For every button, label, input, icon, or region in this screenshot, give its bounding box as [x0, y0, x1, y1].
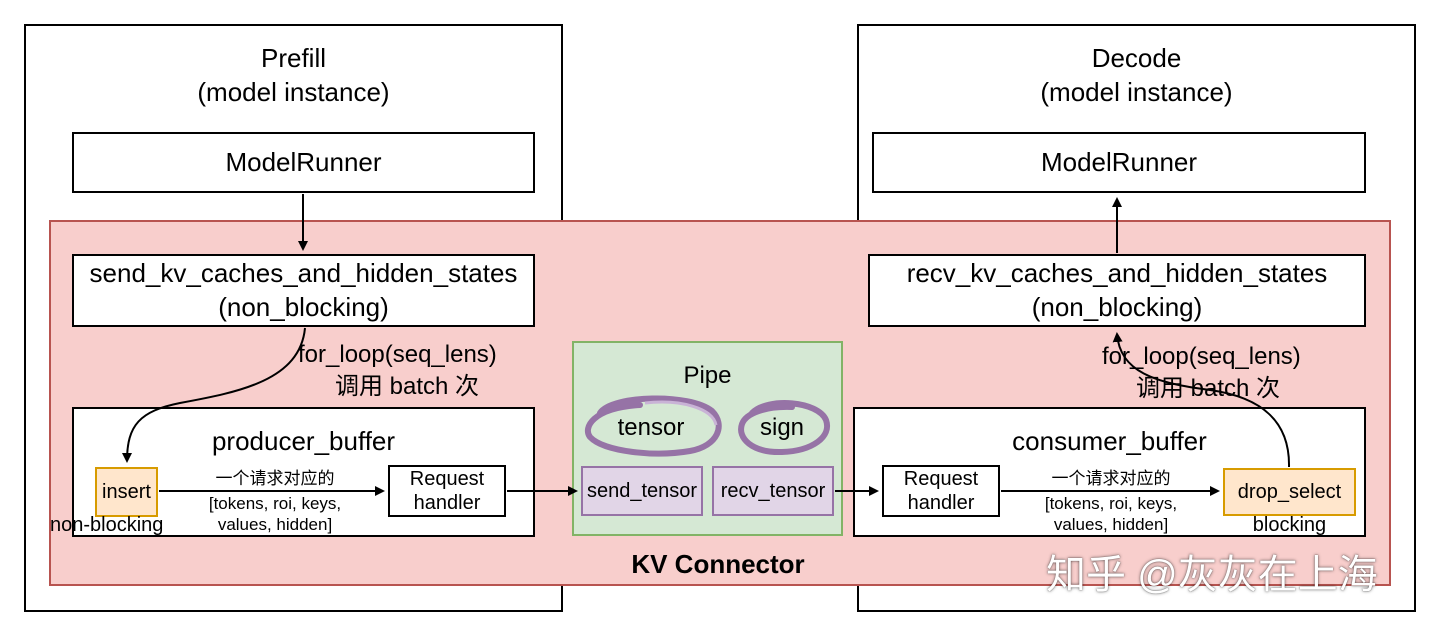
decode-request-label: 一个请求对应的: [1051, 469, 1171, 488]
prefill-model-runner[interactable]: ModelRunner: [72, 132, 535, 193]
send-kv-label: send_kv_caches_and_hidden_states: [89, 257, 518, 288]
watermark: 知乎 @灰灰在上海: [1046, 553, 1378, 597]
decode-request-fields: [tokens, roi, keys,: [1044, 494, 1178, 513]
send-kv-box[interactable]: send_kv_caches_and_hidden_states (non_bl…: [72, 254, 535, 327]
prefill-model-runner-label: ModelRunner: [225, 147, 382, 177]
decode-handler-line2: handler: [907, 492, 975, 514]
tensor-label: tensor: [617, 414, 685, 441]
prefill-subtitle: (model instance): [197, 77, 390, 107]
decode-request-handler[interactable]: Request handler: [882, 465, 1000, 517]
decode-loop-label: for_loop(seq_lens): [1102, 343, 1301, 370]
consumer-buffer-title: consumer_buffer: [1012, 426, 1207, 456]
prefill-request-fields: [tokens, roi, keys,: [208, 494, 342, 513]
insert-label: insert: [102, 480, 151, 503]
kv-connector-label: KV Connector: [631, 549, 805, 579]
sign-circle: [738, 400, 831, 456]
drop-select-label: drop_select: [1237, 480, 1342, 503]
send-tensor-label: send_tensor: [586, 479, 698, 502]
prefill-handler-line2: handler: [413, 492, 481, 514]
decode-request-fields-2: values, hidden]: [1053, 515, 1169, 534]
recv-kv-label: recv_kv_caches_and_hidden_states: [906, 257, 1328, 288]
producer-buffer-title: producer_buffer: [211, 426, 396, 456]
insert-node[interactable]: insert: [95, 467, 158, 517]
recv-kv-mode: (non_blocking): [1031, 291, 1203, 322]
send-kv-mode: (non_blocking): [218, 291, 389, 322]
prefill-title: Prefill: [260, 43, 326, 73]
arrow-drop-to-recv: [1112, 332, 1291, 468]
decode-model-runner[interactable]: ModelRunner: [872, 132, 1366, 193]
decode-subtitle: (model instance): [1040, 77, 1233, 107]
prefill-request-handler[interactable]: Request handler: [388, 465, 506, 517]
decode-model-runner-label: ModelRunner: [1040, 147, 1198, 177]
recv-tensor-box[interactable]: recv_tensor: [712, 466, 834, 516]
prefill-loop-label: for_loop(seq_lens): [298, 341, 497, 368]
drop-mode-label: blocking: [1252, 514, 1327, 536]
sign-label: sign: [759, 414, 805, 441]
send-tensor-box[interactable]: send_tensor: [581, 466, 703, 516]
arrow-send-to-insert: [122, 327, 306, 463]
prefill-request-fields-2: values, hidden]: [217, 515, 333, 534]
tensor-circle: [584, 395, 722, 457]
pipe-title: Pipe: [683, 362, 732, 389]
prefill-request-label: 一个请求对应的: [215, 469, 335, 488]
insert-mode-label: non-blocking: [50, 514, 164, 536]
decode-title: Decode: [1091, 43, 1182, 73]
recv-tensor-label: recv_tensor: [720, 479, 826, 502]
prefill-handler-line1: Request: [409, 468, 485, 490]
prefill-loop-count: 调用 batch 次: [335, 373, 480, 400]
recv-kv-box[interactable]: recv_kv_caches_and_hidden_states (non_bl…: [868, 254, 1366, 327]
decode-handler-line1: Request: [903, 468, 979, 490]
drop-select-node[interactable]: drop_select: [1223, 468, 1356, 516]
